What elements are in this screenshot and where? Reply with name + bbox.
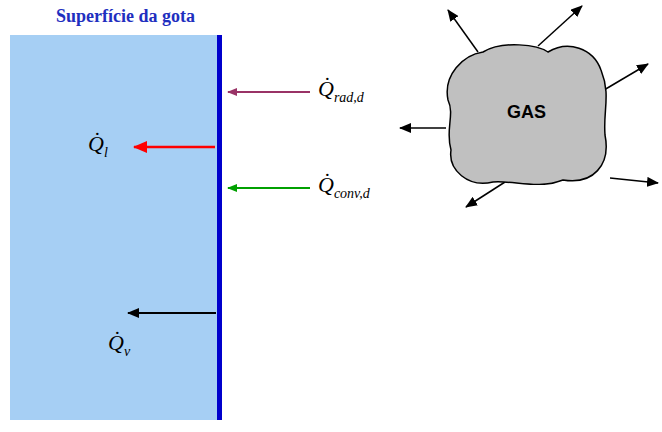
gas-expansion-arrows (400, 6, 658, 207)
heat-flux-symbol: Q̇l (88, 131, 108, 161)
heat-flux-symbol: Q̇conv,d (318, 172, 370, 202)
vapour-heat-arrow (128, 312, 216, 314)
droplet-region: Superfície da gota (10, 35, 222, 420)
heat-flux-symbol: Q̇rad,d (318, 76, 364, 106)
liquid-heat-arrow (134, 146, 215, 149)
radiation-arrow (228, 91, 310, 93)
gas-cloud: GAS (443, 40, 610, 185)
convection-arrow (228, 187, 310, 189)
droplet-surface (217, 35, 222, 420)
heat-flux-symbol: Q̇v (108, 330, 130, 360)
gas-label: GAS (507, 102, 546, 123)
droplet-liquid (10, 35, 218, 420)
surface-title: Superfície da gota (56, 6, 195, 27)
